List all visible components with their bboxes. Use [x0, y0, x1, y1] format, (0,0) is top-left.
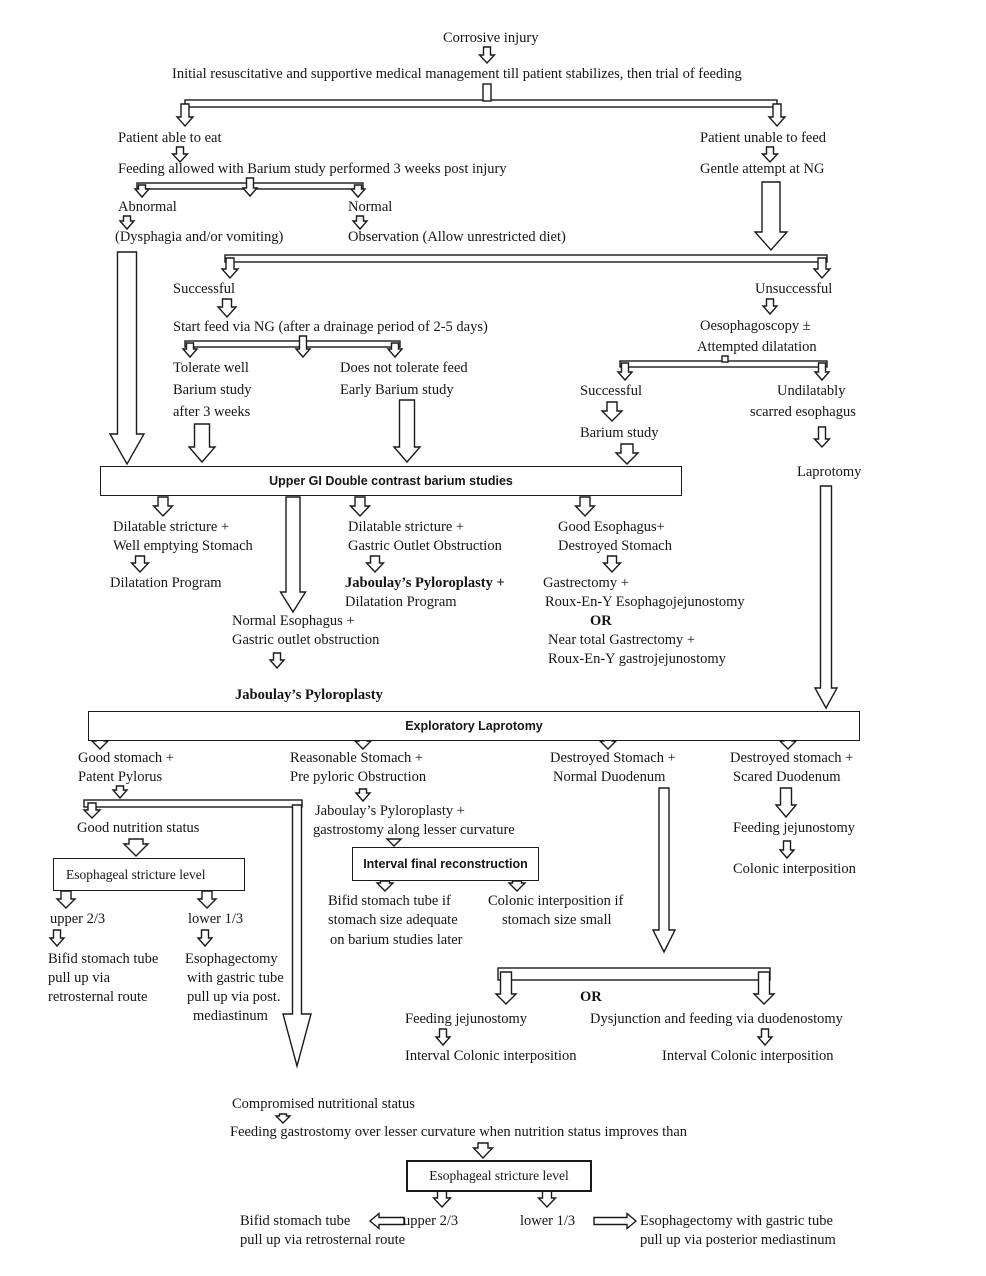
node-colonic-interposition-right: Colonic interposition — [733, 861, 856, 877]
node-reasonable-stomach-l1: Reasonable Stomach + — [290, 750, 424, 766]
node-successful-ng: Successful — [173, 281, 236, 297]
node-destroyed-normal-l1: Destroyed Stomach + — [550, 750, 676, 766]
node-feeding-allowed: Feeding allowed with Barium study perfor… — [118, 161, 507, 177]
node-does-not-tolerate-l2: Early Barium study — [340, 382, 454, 398]
node-upper-two-thirds-2: upper 2/3 — [403, 1213, 459, 1229]
node-upper-two-thirds-1: upper 2/3 — [50, 911, 106, 927]
node-good-stomach-l2: Patent Pylorus — [78, 769, 163, 785]
node-initial-management: Initial resuscitative and supportive med… — [172, 66, 742, 82]
node-esophagectomy-posterior-l1: Esophagectomy with gastric tube — [640, 1213, 833, 1229]
node-undilatable-l1: Undilatably — [777, 383, 846, 399]
node-esophagectomy-post-l1: Esophagectomy — [185, 951, 278, 967]
node-dilatable-well-l1: Dilatable stricture + — [113, 519, 230, 535]
node-barium-study: Barium study — [580, 425, 659, 441]
node-bifid-retro1-l1: Bifid stomach tube — [48, 951, 159, 967]
node-normal-esophagus-l2: Gastric outlet obstruction — [232, 632, 380, 648]
node-lower-one-third-1: lower 1/3 — [188, 911, 244, 927]
node-jaboulay-dilatation-l1: Jaboulay’s Pyloroplasty + — [345, 575, 505, 591]
node-good-esophagus-l2: Destroyed Stomach — [558, 538, 672, 554]
node-colonic-if-l2: stomach size small — [502, 912, 612, 928]
node-tolerate-well-l2: Barium study — [173, 382, 252, 398]
node-dilatable-goo-l2: Gastric Outlet Obstruction — [348, 538, 502, 554]
node-bifid-if-l1: Bifid stomach tube if — [328, 893, 451, 909]
node-gastrectomy-l4: Near total Gastrectomy + — [548, 632, 696, 648]
node-feeding-jejunostomy-mid: Feeding jejunostomy — [405, 1011, 528, 1027]
node-start-feed: Start feed via NG (after a drainage peri… — [173, 319, 488, 335]
node-destroyed-normal-l2: Normal Duodenum — [553, 769, 666, 785]
box-interval-final-reconstruction: Interval final reconstruction — [352, 847, 539, 881]
node-jaboulay-dilatation-l2: Dilatation Program — [345, 594, 457, 610]
node-dilatable-goo-l1: Dilatable stricture + — [348, 519, 465, 535]
node-dilatation-program: Dilatation Program — [110, 575, 222, 591]
node-lower-one-third-2: lower 1/3 — [520, 1213, 576, 1229]
node-feeding-gastrostomy: Feeding gastrostomy over lesser curvatur… — [230, 1124, 688, 1140]
node-esophagectomy-post-l4: mediastinum — [193, 1008, 268, 1024]
node-dysphagia: (Dysphagia and/or vomiting) — [115, 229, 284, 245]
node-abnormal: Abnormal — [118, 199, 177, 215]
box-esophageal-stricture-level-upper: Esophageal stricture level — [53, 858, 245, 891]
node-dilatable-well-l2: Well emptying Stomach — [113, 538, 253, 554]
node-tolerate-well-l3: after 3 weeks — [173, 404, 251, 420]
node-normal-esophagus-l1: Normal Esophagus + — [232, 613, 355, 629]
node-bifid-retro2-l1: Bifid stomach tube — [240, 1213, 351, 1229]
node-bifid-if-l3: on barium studies later — [330, 932, 463, 948]
node-corrosive-injury: Corrosive injury — [443, 30, 539, 46]
node-feeding-jejunostomy-right: Feeding jejunostomy — [733, 820, 856, 836]
node-successful-dilatation: Successful — [580, 383, 643, 399]
node-oesophagoscopy-l2: Attempted dilatation — [697, 339, 817, 355]
node-destroyed-scared-l1: Destroyed stomach + — [730, 750, 854, 766]
node-esophagectomy-post-l2: with gastric tube — [187, 970, 284, 986]
node-observation: Observation (Allow unrestricted diet) — [348, 229, 566, 245]
node-jaboulay-pyloroplasty: Jaboulay’s Pyloroplasty — [235, 687, 383, 703]
node-good-esophagus-l1: Good Esophagus+ — [558, 519, 665, 535]
node-gastrectomy-or: OR — [590, 613, 612, 629]
node-gastrectomy-l1: Gastrectomy + — [543, 575, 629, 591]
node-dysjunction: Dysjunction and feeding via duodenostomy — [590, 1011, 843, 1027]
node-good-nutrition: Good nutrition status — [77, 820, 200, 836]
box-upper-gi-barium-studies: Upper GI Double contrast barium studies — [100, 466, 682, 496]
node-gentle-attempt: Gentle attempt at NG — [700, 161, 825, 177]
box-esophageal-stricture-level-lower: Esophageal stricture level — [406, 1160, 592, 1192]
node-patient-unable: Patient unable to feed — [700, 130, 827, 146]
node-bifid-if-l2: stomach size adequate — [328, 912, 458, 928]
node-jaboulay-gastrostomy-l1: Jaboulay’s Pyloroplasty + — [315, 803, 465, 819]
node-tolerate-well-l1: Tolerate well — [173, 360, 249, 376]
node-interval-colonic-right: Interval Colonic interposition — [662, 1048, 834, 1064]
node-does-not-tolerate-l1: Does not tolerate feed — [340, 360, 468, 376]
node-destroyed-scared-l2: Scared Duodenum — [733, 769, 841, 785]
node-oesophagoscopy-l1: Oesophagoscopy ± — [700, 318, 811, 334]
node-colonic-if-l1: Colonic interposition if — [488, 893, 624, 909]
node-undilatable-l2: scarred esophagus — [750, 404, 856, 420]
node-jaboulay-gastrostomy-l2: gastrostomy along lesser curvature — [313, 822, 515, 838]
node-bifid-retro2-l2: pull up via retrosternal route — [240, 1232, 406, 1248]
node-reasonable-stomach-l2: Pre pyloric Obstruction — [290, 769, 427, 785]
node-compromised: Compromised nutritional status — [232, 1096, 415, 1112]
node-bifid-retro1-l3: retrosternal route — [48, 989, 148, 1005]
node-or-bottom: OR — [580, 989, 602, 1005]
node-normal: Normal — [348, 199, 393, 215]
node-esophagectomy-post-l3: pull up via post. — [187, 989, 281, 1005]
node-gastrectomy-l5: Roux-En-Y gastrojejunostomy — [548, 651, 726, 667]
box-exploratory-laprotomy: Exploratory Laprotomy — [88, 711, 860, 741]
node-laprotomy: Laprotomy — [797, 464, 862, 480]
node-interval-colonic-mid: Interval Colonic interposition — [405, 1048, 577, 1064]
node-patient-able: Patient able to eat — [118, 130, 222, 146]
node-esophagectomy-posterior-l2: pull up via posterior mediastinum — [640, 1232, 836, 1248]
node-bifid-retro1-l2: pull up via — [48, 970, 111, 986]
node-unsuccessful-ng: Unsuccessful — [755, 281, 833, 297]
node-good-stomach-l1: Good stomach + — [78, 750, 174, 766]
node-gastrectomy-l2: Roux-En-Y Esophagojejunostomy — [545, 594, 745, 610]
